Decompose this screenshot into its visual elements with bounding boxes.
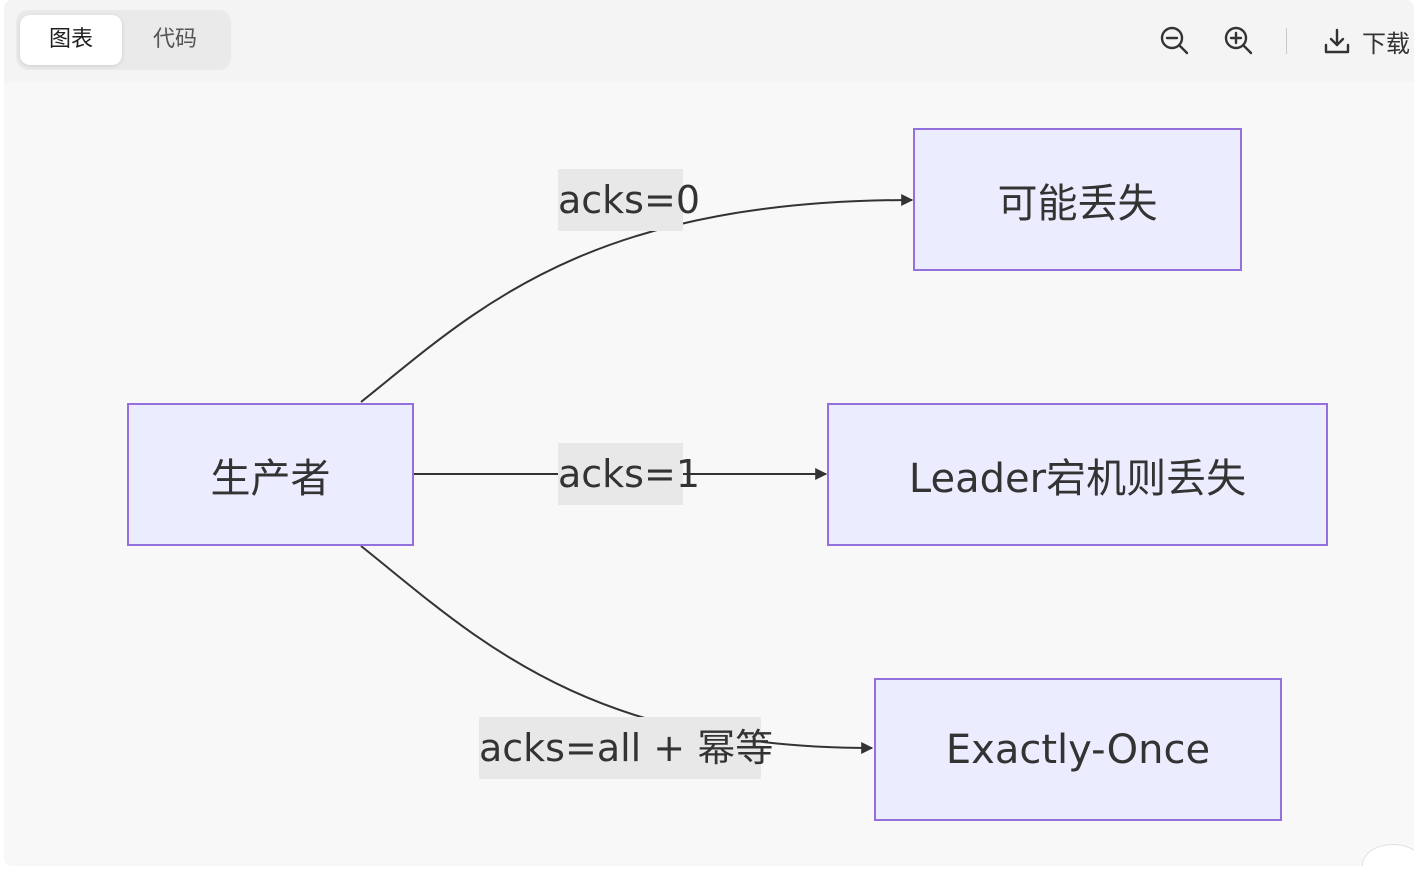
node-producer[interactable]: 生产者 <box>127 403 414 546</box>
edge-label-acks1: acks=1 <box>558 443 700 505</box>
toolbar: 图表 代码 下载 <box>4 0 1414 82</box>
node-may-lose[interactable]: 可能丢失 <box>913 128 1242 271</box>
download-button[interactable]: 下载 <box>1322 22 1410 60</box>
view-tabs: 图表 代码 <box>16 10 231 70</box>
zoom-in-button[interactable] <box>1220 22 1256 58</box>
node-leader-crash-lose[interactable]: Leader宕机则丢失 <box>827 403 1328 546</box>
tab-code[interactable]: 代码 <box>152 27 197 52</box>
diagram-viewer: 图表 代码 下载 <box>4 0 1414 866</box>
edge-label-acks0: acks=0 <box>558 169 700 231</box>
download-label: 下载 <box>1362 29 1410 58</box>
edge-label-acks-all: acks=all + 幂等 <box>479 717 773 779</box>
zoom-out-icon <box>1160 26 1189 55</box>
zoom-in-icon <box>1224 26 1253 55</box>
toolbar-divider <box>1286 28 1287 54</box>
diagram-canvas: acks=0 acks=1 acks=all + 幂等 生产者 可能丢失 Lea… <box>4 82 1414 866</box>
edge-acks-all-line <box>360 545 874 754</box>
zoom-out-button[interactable] <box>1156 22 1192 58</box>
edge-acks0-line <box>360 194 914 403</box>
download-icon <box>1324 28 1350 54</box>
tab-diagram[interactable]: 图表 <box>20 15 122 65</box>
node-exactly-once[interactable]: Exactly-Once <box>874 678 1282 821</box>
